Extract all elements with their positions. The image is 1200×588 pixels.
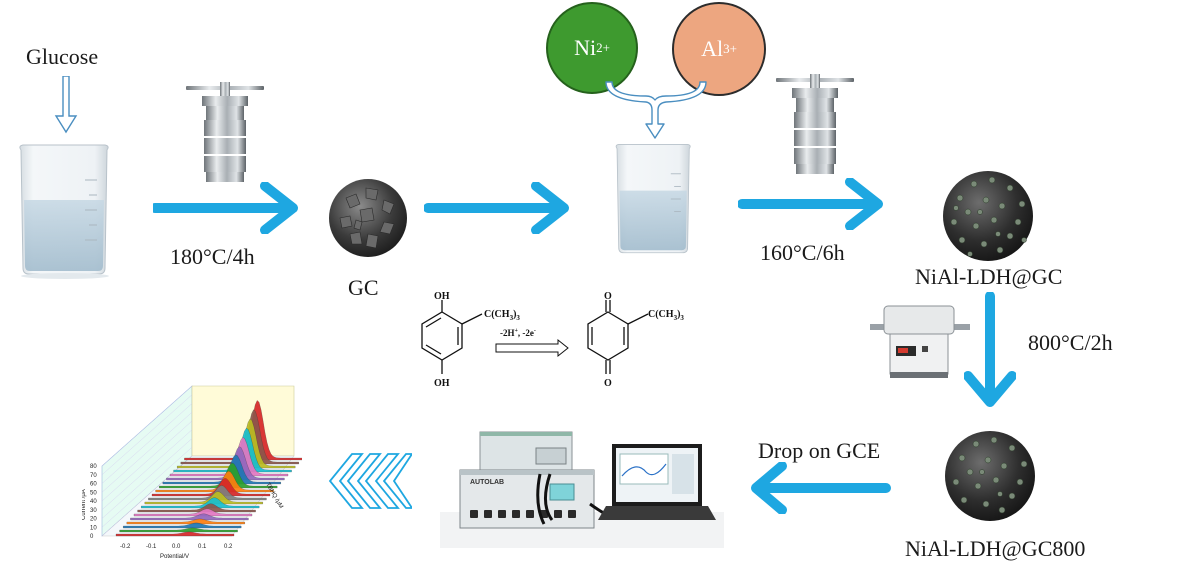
gc-label: GC (348, 275, 379, 300)
grid-line (101, 429, 193, 510)
dpv-series-3 (123, 522, 242, 529)
grid-line (101, 412, 193, 493)
y-tick-label: 40 (90, 499, 97, 505)
y-tick-label: 20 (90, 517, 97, 523)
y-tick-label: 50 (90, 490, 97, 496)
process-arrow-down (964, 292, 1016, 407)
dpv-series-11 (151, 478, 271, 497)
tube-furnace (870, 305, 970, 378)
dpv-series-4 (126, 518, 245, 525)
dpv-waterfall-chart: 0 10 20 30 40 50 60 70 80 -0.2 -0.1 0.0 0.1 0.2Potent… (82, 385, 302, 560)
autoclave-1 (186, 82, 264, 182)
grid-line (101, 403, 193, 484)
x-tick-label: 0.0 (172, 544, 181, 550)
dpv-series-7 (137, 503, 256, 513)
dpv-series-12 (155, 470, 274, 493)
autolab-brand: AUTOLAB (470, 479, 504, 486)
dpv-series-6 (133, 508, 253, 517)
glucose-label: Glucose (26, 44, 99, 69)
x-tick-label: 0.1 (198, 544, 207, 550)
grid-line (101, 447, 193, 528)
x-axis-label: Potential/V (160, 554, 189, 560)
x-tick-label: -0.2 (120, 544, 131, 550)
y-tick-label: 60 (90, 482, 97, 488)
dpv-series-5 (130, 513, 249, 521)
dpv-series-13 (159, 462, 278, 489)
beaker-1 (19, 144, 109, 279)
dpv-series-1 (115, 531, 235, 537)
process-arrow-2 (424, 182, 569, 234)
oh-top: OH (434, 291, 450, 302)
nial-ldh-gc-label: NiAl-LDH@GC (915, 264, 1063, 289)
y-axis-label: Current /μA (82, 489, 87, 520)
nial-ldh-gc800-sphere (945, 431, 1035, 521)
grid-line (101, 420, 193, 502)
y-tick-label: 70 (90, 473, 97, 479)
grid-line (101, 385, 193, 467)
al-symbol: Al (701, 36, 724, 61)
dpv-series-9 (144, 491, 263, 505)
gc-particle (329, 179, 407, 257)
condition-180c-label: 180°C/4h (170, 244, 255, 269)
oh-bottom: OH (434, 378, 450, 389)
substituent-2: C(CH3)3 (648, 309, 684, 322)
y-tick-label: 80 (90, 464, 97, 470)
glucose-down-arrow (54, 76, 78, 134)
process-arrow-3 (738, 178, 883, 230)
dpv-series-10 (148, 485, 267, 501)
dpv-series-8 (141, 497, 260, 509)
drop-on-gce-label: Drop on GCE (758, 438, 881, 463)
autolab-workstation: AUTOLAB (440, 431, 724, 548)
autoclave-2 (776, 74, 854, 174)
x-tick-label: 0.2 (224, 544, 233, 550)
al-charge: 3+ (723, 41, 737, 56)
process-arrow-1 (153, 182, 298, 234)
dpv-series-2 (119, 527, 238, 533)
y-tick-label: 10 (90, 525, 97, 531)
o-bottom: O (604, 378, 612, 389)
y-tick-label: 30 (90, 508, 97, 514)
x-tick-label: -0.1 (146, 544, 157, 550)
nial-ldh-gc800-label: NiAl-LDH@GC800 (905, 536, 1086, 561)
reaction-arrow-label: -2H+, -2e- (500, 328, 536, 338)
condition-160c-label: 160°C/6h (760, 240, 845, 265)
ni-symbol: Ni (574, 35, 597, 60)
grid-line (101, 455, 193, 537)
grid-line (101, 394, 193, 475)
process-arrow-left (751, 462, 891, 514)
merge-arrow (605, 81, 707, 139)
chevron-arrows (328, 453, 412, 509)
beaker-2 (615, 143, 691, 254)
substituent-1: C(CH3)3 (484, 309, 520, 322)
o-top: O (604, 291, 612, 302)
grid-line (101, 438, 193, 519)
condition-800c-label: 800°C/2h (1028, 330, 1113, 355)
nial-ldh-gc-sphere (943, 171, 1033, 261)
ni-charge: 2+ (596, 40, 610, 55)
y-tick-label: 0 (90, 534, 94, 540)
tbhq-reaction: OH OH C(CH3)3 -2H+, -2e- O O C(CH3)3 (421, 291, 684, 389)
